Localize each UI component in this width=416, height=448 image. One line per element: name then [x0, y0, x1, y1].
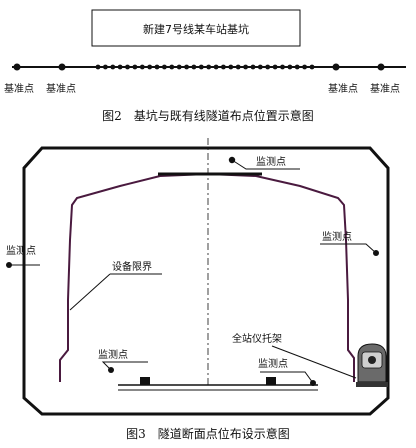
monitoring-point — [184, 64, 190, 70]
foundation-pit-box — [91, 9, 301, 47]
monitoring-point — [280, 64, 285, 70]
monitoring-point — [191, 64, 197, 70]
label-right-monitor: 监测点 — [322, 230, 352, 243]
monitoring-point — [103, 64, 108, 70]
figure-3-caption: 图3 隧道断面点位布设示意图 — [126, 426, 290, 441]
monitoring-point — [257, 64, 263, 70]
label-station-bracket: 全站仪托架 — [232, 332, 282, 345]
monitoring-point — [162, 64, 167, 70]
label-bottom-right-monitor: 监测点 — [258, 357, 288, 370]
label-bottom-monitor: 监测点 — [98, 348, 128, 361]
datum-label: 基准点 — [4, 82, 34, 95]
label-left-monitor: 监测点 — [6, 244, 36, 257]
leader-right — [320, 243, 377, 254]
datum-point — [58, 63, 66, 71]
label-top-monitor: 监测点 — [256, 155, 286, 168]
monitoring-point — [213, 64, 219, 70]
monitoring-point — [294, 64, 300, 70]
monitoring-point — [176, 64, 182, 70]
figure-2: 新建7号线某车站基坑 基准点 基准点 基准点 基准点 图2 基坑与既有线隧道布点… — [4, 9, 406, 123]
leader-top — [231, 159, 300, 170]
monitoring-point — [95, 64, 101, 70]
datum-label: 基准点 — [46, 82, 76, 95]
monitoring-point — [287, 64, 293, 70]
rail-left — [140, 377, 150, 385]
monitoring-point — [206, 64, 212, 70]
figure-2-caption: 图2 基坑与既有线隧道布点位置示意图 — [102, 108, 314, 123]
total-station-icon — [356, 343, 388, 387]
monitoring-point — [302, 64, 307, 70]
monitoring-point — [198, 64, 204, 70]
monitoring-point — [125, 64, 130, 70]
monitoring-point — [309, 64, 315, 70]
monitoring-points — [95, 64, 315, 70]
monitoring-point — [154, 64, 160, 70]
leader-station-bracket — [271, 345, 357, 379]
monitoring-point — [117, 64, 123, 70]
leader-equipment-limit — [69, 273, 111, 311]
monitoring-point — [221, 64, 226, 70]
monitoring-point — [139, 64, 145, 70]
leader-bottom — [101, 361, 148, 371]
monitoring-point — [265, 64, 271, 70]
datum-point — [377, 63, 385, 71]
monitoring-point — [132, 64, 138, 70]
datum-point — [13, 63, 21, 71]
datum-label: 基准点 — [328, 82, 358, 95]
foundation-pit-title: 新建7号线某车站基坑 — [143, 22, 249, 36]
monitoring-point — [250, 64, 256, 70]
monitoring-point — [235, 64, 241, 70]
leader-bottom-right — [260, 371, 314, 384]
rail-right — [266, 377, 276, 385]
monitoring-point — [228, 64, 234, 70]
tunnel-outer-boundary — [22, 146, 390, 416]
label-equipment-limit: 设备限界 — [112, 260, 152, 273]
figure-3: 监测点 监测点 监测点 设备限界 全站仪托架 监测点 监测点 图3 隧道断面点位… — [6, 138, 390, 441]
datum-point — [332, 63, 340, 71]
monitoring-point — [243, 64, 249, 70]
datum-label: 基准点 — [370, 82, 400, 95]
monitoring-point — [272, 64, 278, 70]
monitoring-point — [169, 64, 175, 70]
monitoring-point — [147, 64, 153, 70]
monitoring-point — [110, 64, 116, 70]
